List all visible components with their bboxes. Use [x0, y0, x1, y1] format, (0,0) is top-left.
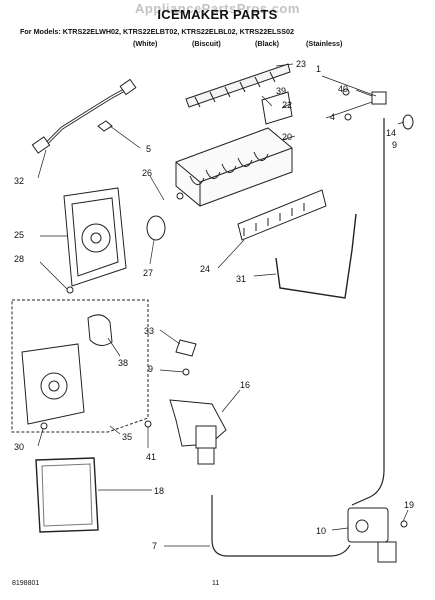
callout: 26 [142, 168, 152, 178]
ice-mold [175, 127, 293, 207]
callout: 5 [146, 144, 151, 154]
page-title: ICEMAKER PARTS [157, 7, 278, 22]
clip [97, 120, 113, 132]
callout: 41 [146, 452, 156, 462]
grommet [402, 114, 414, 130]
callout: 4 [330, 112, 335, 122]
callout: 9 [392, 140, 397, 150]
thermostat [146, 215, 166, 241]
bracket [175, 339, 197, 357]
callout: 24 [200, 264, 210, 274]
callout: 27 [143, 268, 153, 278]
ejector-blade [185, 63, 291, 108]
callout: 9 [148, 364, 153, 374]
model-list: For Models: KTRS22ELWH02, KTRS22ELBT02, … [20, 27, 294, 36]
module-plate [21, 343, 85, 425]
callout: 31 [236, 274, 246, 284]
control-module [63, 187, 127, 287]
callout: 22 [282, 100, 292, 110]
motor-assembly-dashed-box [11, 299, 149, 433]
water-tube [351, 118, 385, 506]
callout: 28 [14, 254, 24, 264]
callout: 30 [14, 442, 24, 452]
callout: 1 [316, 64, 321, 74]
harness [31, 78, 137, 154]
fill-tube [211, 495, 351, 557]
leader-lines [37, 63, 409, 547]
doc-number: 8198801 [12, 580, 40, 587]
callout: 38 [118, 358, 128, 368]
callout: 7 [152, 541, 157, 551]
ice-stripper [237, 189, 327, 241]
callout: 40 [338, 84, 348, 94]
motor [87, 314, 113, 346]
page-number: 11 [212, 580, 220, 587]
screws [40, 88, 408, 528]
insulation-pad [35, 457, 99, 533]
watermark: AppliancePartsPros.com [135, 1, 300, 16]
callout: 25 [14, 230, 24, 240]
color-stainless: (Stainless) [306, 39, 343, 48]
callout: 14 [386, 128, 396, 138]
mold-cover [261, 91, 293, 125]
callout: 18 [154, 486, 164, 496]
inlet-valve [347, 507, 397, 563]
callout: 10 [316, 526, 326, 536]
callout: 16 [240, 380, 250, 390]
tube-fitting [371, 91, 387, 105]
callout: 19 [404, 500, 414, 510]
callout: 33 [144, 326, 154, 336]
callout: 39 [276, 86, 286, 96]
callout: 23 [296, 59, 306, 69]
water-valve [169, 399, 227, 465]
callout: 35 [122, 432, 132, 442]
color-biscuit: (Biscuit) [192, 39, 221, 48]
color-white: (White) [133, 39, 158, 48]
color-black: (Black) [255, 39, 279, 48]
callouts: 1 40 23 39 22 4 20 14 9 5 32 26 27 25 28… [14, 59, 414, 551]
callout: 20 [282, 132, 292, 142]
shutoff-arm [275, 213, 357, 299]
callout: 32 [14, 176, 24, 186]
